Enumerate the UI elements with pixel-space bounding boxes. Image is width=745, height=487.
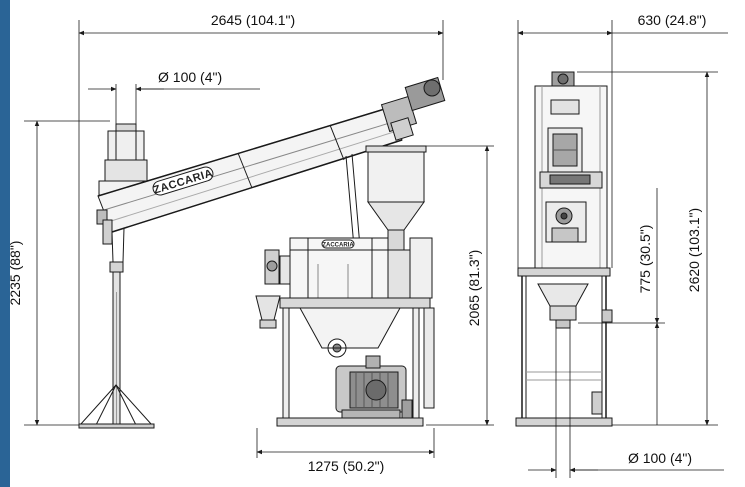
screw-conveyor [96,107,403,271]
side-view [515,71,613,427]
dimension-lines [24,20,728,478]
mill-brand-label: ZACCARIA [322,243,354,249]
mill-body: ZACCARIA [255,237,433,329]
mill-frame [276,297,435,427]
conveyor-height-label: 2235 (88") [7,241,23,306]
side-width-label: 630 (24.8") [638,12,707,28]
feed-hopper [365,145,427,253]
dimension-labels: 2645 (104.1") Ø 100 (4") 2235 (88") 2065… [7,12,706,474]
overall-width-label: 2645 (104.1") [211,12,295,28]
side-height-label: 2620 (103.1") [686,208,702,292]
front-view: ZACCARIA ZACCARIA [78,76,446,429]
machine-height-label: 2065 (81.3") [466,250,482,327]
inlet-diameter-label: Ø 100 (4") [158,69,222,85]
conveyor-motor [380,76,446,141]
outlet-height-label: 775 (30.5") [637,225,653,294]
tripod-stand [78,261,155,429]
main-motor [335,355,413,419]
base-width-label: 1275 (50.2") [308,458,385,474]
outlet-diameter-label: Ø 100 (4") [628,450,692,466]
left-accent-stripe [0,0,10,487]
